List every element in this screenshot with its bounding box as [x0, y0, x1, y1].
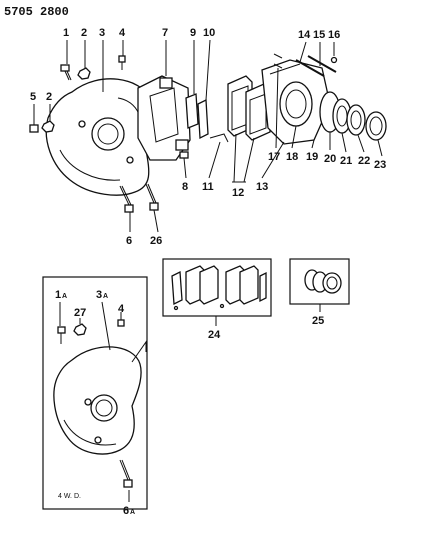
callout-22: 22	[358, 155, 370, 167]
main-callouts: 1 2 3 4 5 2 6 26 7 8 9 10 11 12 13 14 15…	[30, 27, 386, 247]
pad-clips	[179, 93, 229, 159]
bolt-5	[29, 118, 39, 133]
callout-13: 13	[256, 181, 268, 193]
callout-5: 5	[30, 91, 36, 103]
callout-6a-sub: A	[130, 509, 135, 516]
callout-20: 20	[324, 153, 336, 165]
pad-kit-parts	[171, 265, 267, 311]
callout-4b: 4	[118, 303, 125, 315]
callout-19: 19	[306, 151, 318, 163]
callout-10: 10	[203, 27, 215, 39]
callout-24: 24	[208, 329, 221, 341]
callout-1a-sub: A	[62, 293, 67, 300]
callout-23: 23	[374, 159, 386, 171]
callout-2b: 2	[46, 91, 52, 103]
callout-7: 7	[162, 27, 168, 39]
callout-18: 18	[286, 151, 298, 163]
washer-2b	[41, 120, 55, 133]
seal-kit-box: 25	[289, 258, 350, 327]
callout-16: 16	[328, 29, 340, 41]
bolt-4	[118, 55, 126, 70]
callout-25: 25	[312, 315, 324, 327]
callout-15: 15	[313, 29, 325, 41]
leader-lines	[33, 39, 383, 233]
guide-pins	[273, 53, 338, 77]
callout-6: 6	[126, 235, 132, 247]
callout-14: 14	[298, 29, 311, 41]
dust-shield	[45, 78, 154, 196]
washer-2	[77, 67, 91, 80]
pad-kit-box: 24	[162, 258, 272, 341]
callout-8: 8	[182, 181, 188, 193]
caliper-support	[137, 75, 191, 161]
four-wd-inset: 1 A 27 3 A 4 6 A 4 W. D.	[42, 276, 148, 517]
callout-17: 17	[268, 151, 280, 163]
callout-26: 26	[150, 235, 162, 247]
callout-2: 2	[81, 27, 87, 39]
callout-12: 12	[232, 187, 244, 199]
brake-pads	[227, 75, 271, 141]
diagram-code: 5705 2800	[4, 5, 69, 19]
callout-3a: 3	[96, 289, 102, 301]
callout-11: 11	[202, 181, 214, 193]
bolt-26	[145, 183, 159, 211]
callout-1: 1	[63, 27, 69, 39]
inset-note: 4 W. D.	[58, 493, 81, 500]
callout-3a-sub: A	[103, 293, 108, 300]
callout-6a: 6	[123, 505, 129, 517]
bolt-1	[60, 64, 72, 81]
bolt-6	[119, 185, 134, 213]
callout-27: 27	[74, 307, 86, 319]
callout-9: 9	[190, 27, 196, 39]
piston-assembly	[319, 91, 387, 141]
callout-3: 3	[99, 27, 105, 39]
callout-1a: 1	[55, 289, 61, 301]
callout-4: 4	[119, 27, 126, 39]
callout-21: 21	[340, 155, 352, 167]
